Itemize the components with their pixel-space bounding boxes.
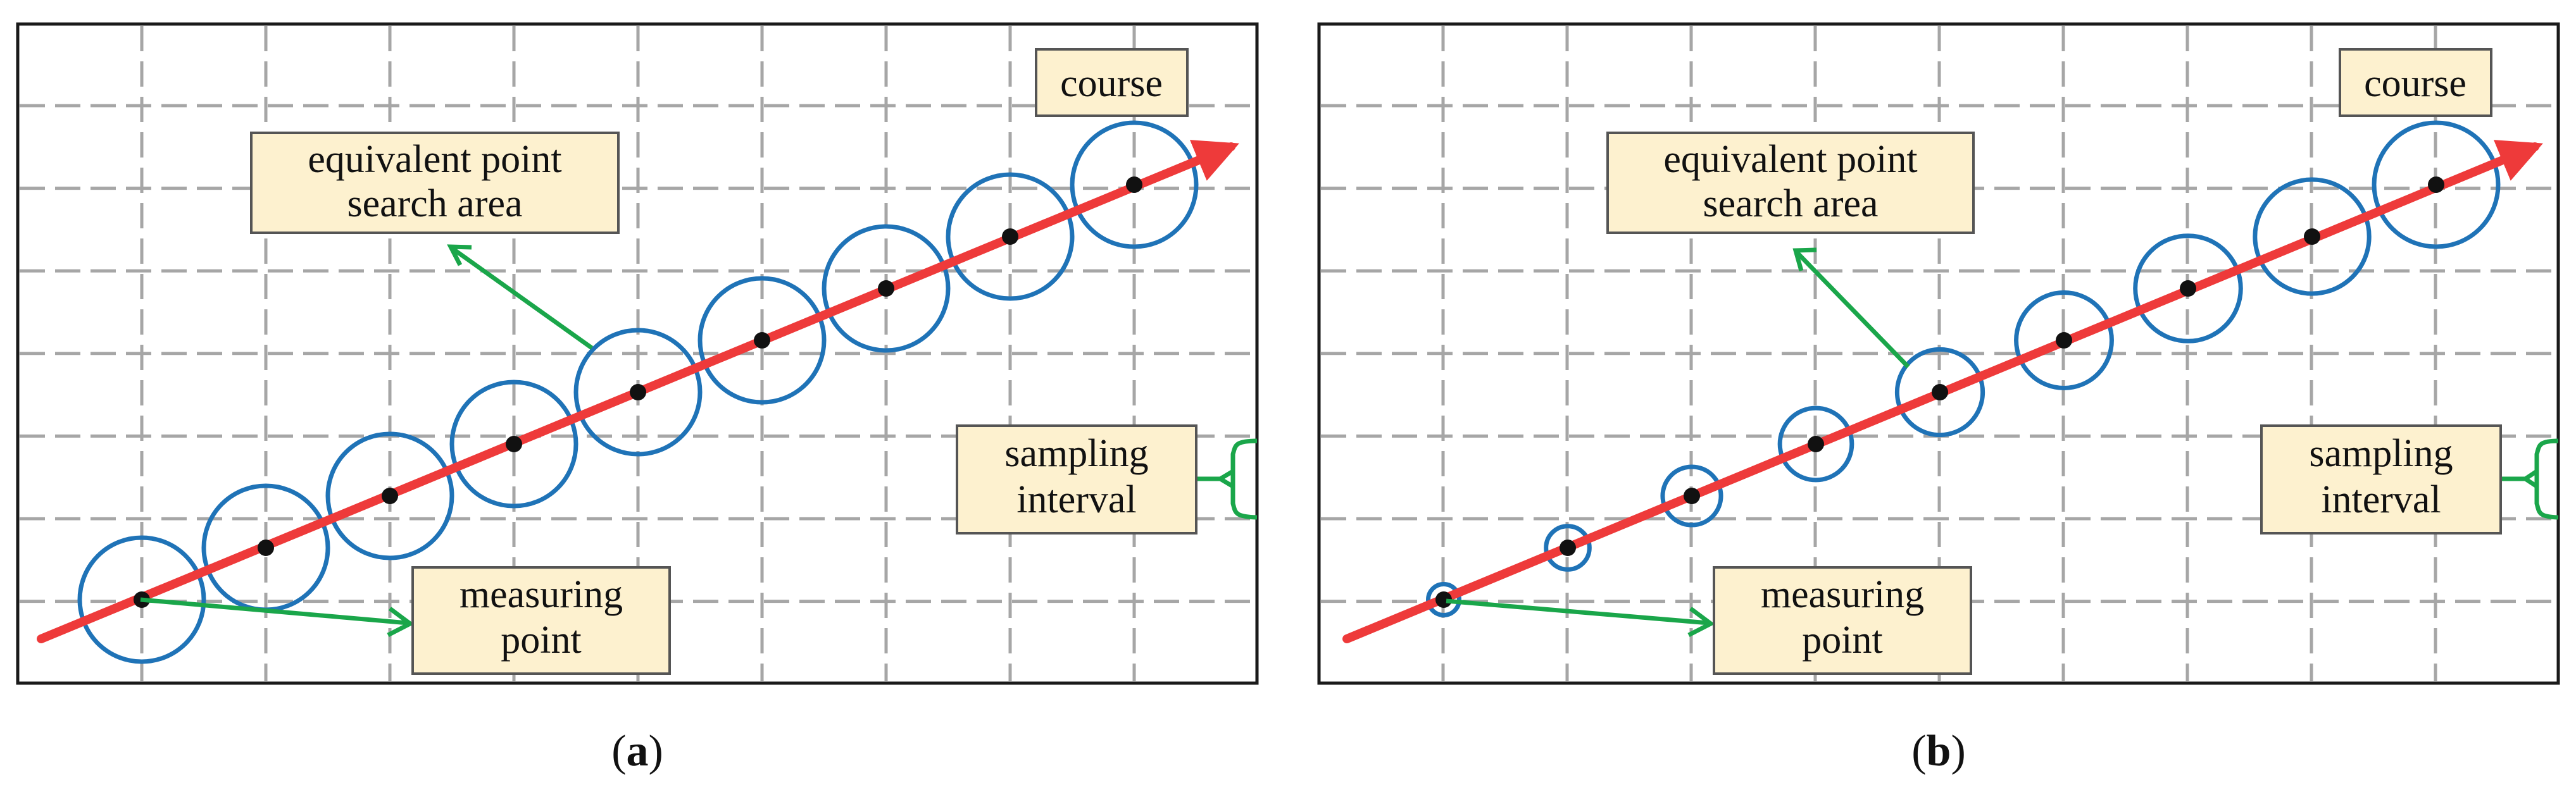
panel-b-measuring-label: measuring point [1713, 566, 1972, 675]
panel-b-measuring-point-icon [2304, 228, 2320, 245]
panel-b-search-area-circle-icon [2253, 177, 2372, 296]
panel-b-measuring-point-icon [2056, 332, 2072, 349]
svg-text:equivalent point: equivalent point [1663, 138, 1917, 181]
panel-a-search-area-circle-icon [946, 172, 1075, 301]
panel-b-search-area-label: equivalent point search area [1606, 132, 1975, 234]
panel-a-measuring-point-icon [382, 488, 398, 504]
svg-text:course: course [1060, 62, 1163, 105]
panel-b-search-area-circle-icon [1894, 347, 1985, 438]
panel-a-search-area-arrowhead-icon [447, 244, 472, 266]
panel-a-measuring-point-icon [1002, 228, 1018, 245]
panel-a-search-area-circle-icon [325, 431, 454, 560]
svg-text:course: course [2364, 62, 2467, 105]
panel-a-search-area-circle-icon [1070, 120, 1199, 249]
panel-a-search-area-circle-icon [697, 276, 827, 405]
panel-a-search-area-circle-icon [573, 328, 703, 457]
svg-text:interval: interval [1016, 478, 1136, 521]
panel-a-sampling-label: sampling interval [956, 424, 1197, 534]
panel-b-search-area-circle-icon [1426, 582, 1461, 617]
panel-a-measuring-label: measuring point [411, 566, 671, 675]
panel-b-measuring-point-icon [2428, 176, 2444, 193]
svg-text:interval: interval [2321, 478, 2441, 521]
svg-text:search area: search area [1703, 182, 1878, 225]
panel-b-measuring-pointer [1446, 598, 1710, 626]
panel-b-search-area-circle-icon [2372, 120, 2501, 249]
panel-b: course equivalent point search area samp… [1317, 22, 2560, 775]
panel-b-measuring-point-icon [1560, 540, 1576, 556]
panel-b-sampling-label: sampling interval [2260, 424, 2502, 534]
panel-a-search-area-label: equivalent point search area [250, 132, 620, 234]
panel-b-search-area-arrowhead-icon [1792, 247, 1817, 271]
panel-a-measuring-arrowhead-icon [387, 607, 415, 638]
panel-a-search-area-circle-icon [822, 224, 951, 353]
svg-text:sampling: sampling [2309, 432, 2453, 475]
svg-text:point: point [501, 619, 581, 662]
panel-a-measuring-point-icon [630, 384, 646, 400]
panel-a-bracket-tip [1216, 469, 1234, 489]
panel-b-search-area-circle-icon [2014, 290, 2114, 390]
panel-b-sampling-bracket-icon [2534, 438, 2559, 520]
panel-b-measuring-point-icon [1684, 488, 1700, 504]
panel-a-measuring-point-icon [878, 280, 894, 297]
panel-a-caption: (a) [611, 727, 663, 775]
svg-text:equivalent point: equivalent point [308, 138, 561, 181]
panel-b-search-area-circle-icon [1660, 464, 1723, 528]
panel-a-measuring-point-icon [258, 540, 274, 556]
panel-b-search-area-circle-icon [2133, 233, 2243, 343]
panel-b-measuring-arrowhead-icon [1687, 607, 1715, 638]
panel-b-search-area-circle-icon [1544, 524, 1592, 572]
panel-b-search-area-circle-icon [1777, 405, 1854, 483]
panel-a-measuring-point-icon [1126, 176, 1142, 193]
panel-a-measuring-pointer [140, 597, 409, 626]
panel-a-measuring-points [134, 176, 1142, 608]
panel-a-measuring-point-icon [506, 436, 522, 452]
panel-a-search-areas [77, 120, 1199, 664]
panel-b-search-areas [1426, 120, 2501, 617]
svg-text:sampling: sampling [1004, 432, 1148, 475]
panel-a-course-label: course [1035, 48, 1189, 117]
panel-b-measuring-points [1435, 176, 2444, 608]
panel-b-measuring-point-icon [1932, 384, 1948, 400]
panel-b-measuring-point-icon [1435, 591, 1452, 608]
panel-b-caption: (b) [1911, 727, 1966, 775]
panel-b-bracket-tip [2521, 469, 2538, 488]
svg-text:search area: search area [347, 182, 522, 225]
svg-text:measuring: measuring [1761, 573, 1924, 616]
panel-b-search-area-pointer [1796, 251, 1910, 369]
panel-a-search-area-circle-icon [77, 535, 206, 664]
svg-text:measuring: measuring [460, 573, 623, 616]
panel-a: course equivalent point search area samp… [16, 22, 1259, 775]
panel-b-course-label: course [2339, 48, 2492, 117]
panel-a-search-area-pointer [451, 247, 594, 350]
svg-text:point: point [1802, 619, 1882, 662]
panel-a-sampling-bracket-icon [1230, 438, 1258, 520]
panel-b-measuring-point-icon [1808, 436, 1824, 452]
panel-b-measuring-point-icon [2180, 280, 2196, 297]
panel-a-measuring-point-icon [754, 332, 770, 349]
panel-a-search-area-circle-icon [449, 380, 578, 509]
